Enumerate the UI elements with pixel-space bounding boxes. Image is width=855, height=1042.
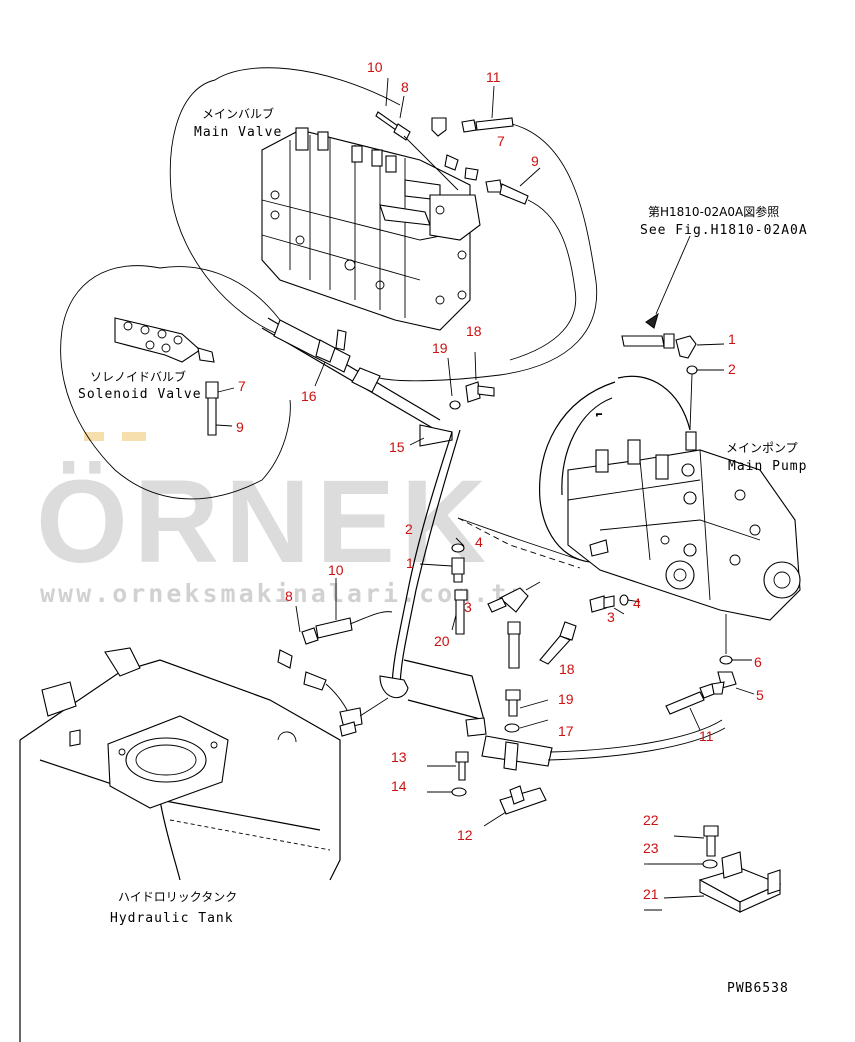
callout-3: 3: [464, 599, 472, 615]
callout-21: 21: [643, 886, 659, 902]
tank-port-flange: [107, 715, 229, 809]
callout-23: 23: [643, 840, 659, 856]
callout-2-lower: 2: [405, 521, 413, 537]
callout-11: 11: [486, 69, 501, 85]
bolt-18-19-top: [447, 351, 495, 410]
solenoid-valve-group: ソレノイドバルブ Solenoid Valve: [60, 265, 291, 500]
callout-9-solenoid: 9: [236, 419, 244, 435]
main-valve-body: [261, 127, 481, 331]
callout-1: 1: [728, 331, 736, 347]
tank-label-jp: ハイドロリックタンク: [118, 890, 237, 904]
callout-19-lower: 19: [558, 691, 574, 707]
callout-2: 2: [728, 361, 736, 377]
callout-16: 16: [301, 388, 317, 404]
callout-5: 5: [756, 687, 764, 703]
bracket-group-21: [644, 825, 782, 913]
callout-12: 12: [457, 827, 473, 843]
watermark-url: www.orneksmakinalari.com.tr: [40, 579, 527, 608]
main-pump-label-jp: メインポンプ: [726, 441, 798, 455]
callout-17: 17: [558, 723, 574, 739]
callout-4-pump: 4: [633, 595, 641, 611]
watermark: ÖRNEK www.orneksmakinalari.com.tr: [36, 432, 527, 608]
callout-22: 22: [643, 812, 659, 828]
svg-text:⌐: ⌐: [596, 410, 602, 421]
fitting-column-left: [419, 517, 641, 669]
callout-20: 20: [434, 633, 450, 649]
callout-9: 9: [531, 153, 539, 169]
tank-label-en: Hydraulic Tank: [110, 911, 234, 926]
callout-7: 7: [497, 133, 505, 149]
hose-11-top: [461, 117, 514, 133]
solenoid-valve-label-jp: ソレノイドバルブ: [90, 369, 186, 384]
drawing-code: PWB6538: [727, 981, 789, 996]
hose-9-top: [485, 179, 529, 205]
bolt-group-lower: [481, 689, 726, 771]
callout-15: 15: [389, 439, 405, 455]
callout-14: 14: [391, 778, 407, 794]
ref-figure-label-en: See Fig.H1810-02A0A: [640, 223, 808, 238]
main-valve-group: メインバルブ Main Valve: [169, 67, 598, 382]
ref-fitting-group: 第H1810-02A0A図参照 See Fig.H1810-02A0A: [621, 204, 808, 431]
clamp-group-12: [427, 751, 547, 827]
hose-10-top: [375, 111, 411, 141]
main-pump-label-en: Main Pump: [728, 459, 807, 474]
solenoid-valve-body: [114, 317, 215, 363]
callout-4: 4: [475, 534, 483, 550]
callout-18: 18: [466, 323, 482, 339]
callout-11-lower: 11: [699, 728, 714, 744]
callout-6: 6: [754, 654, 762, 670]
main-valve-label-jp: メインバルブ: [202, 106, 274, 121]
main-valve-label-en: Main Valve: [194, 125, 282, 140]
callout-3-pump: 3: [607, 609, 615, 625]
callout-13: 13: [391, 749, 407, 765]
main-pump-body: [567, 431, 801, 621]
main-pump-group: ⌐ メインポンプ Main Pump: [538, 375, 807, 654]
elbow-fitting-top: [431, 117, 479, 181]
watermark-brand: ÖRNEK: [36, 456, 492, 588]
watermark-accent: [84, 432, 146, 441]
solenoid-valve-label-en: Solenoid Valve: [78, 387, 202, 402]
hydraulic-tank-group: ハイドロリックタンク Hydraulic Tank: [19, 578, 393, 1042]
pipe-and-clamp: [261, 317, 487, 737]
fitting-group-right: [665, 655, 755, 731]
hose-10-lower: [301, 617, 353, 645]
callout-1-lower: 1: [406, 555, 414, 571]
callout-10: 10: [367, 59, 383, 75]
callout-19: 19: [432, 340, 448, 356]
callout-7-solenoid: 7: [238, 378, 246, 394]
callout-10-lower: 10: [328, 562, 344, 578]
callouts: 10 8 11 7 9 1 2 18 19 16 15 7 9 2 4 1 3 …: [236, 59, 764, 902]
ref-figure-label-jp: 第H1810-02A0A図参照: [648, 204, 779, 219]
callout-8-lower: 8: [285, 588, 293, 604]
callout-8: 8: [401, 79, 409, 95]
adapter-7-solenoid: [205, 381, 219, 436]
callout-18-lower: 18: [559, 661, 575, 677]
